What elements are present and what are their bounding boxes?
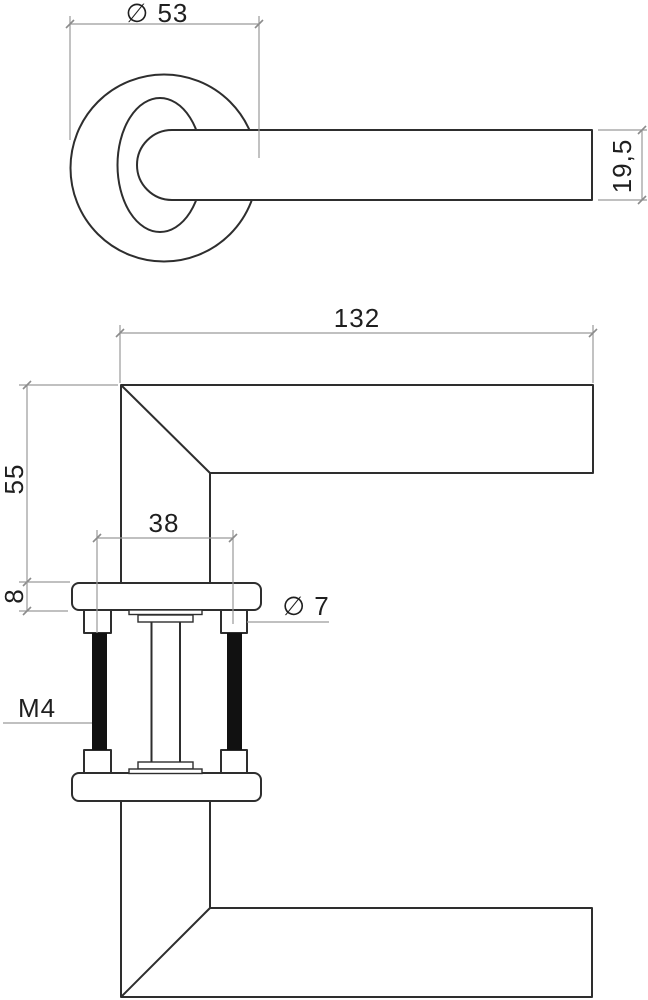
- dim-label-rose-diameter: ∅ 53: [125, 0, 189, 28]
- spindle-washer-bottom: [128, 768, 203, 775]
- front-view: [69, 73, 593, 263]
- spindle-flange-bottom: [137, 761, 194, 770]
- lever-upper-bevel: [120, 384, 211, 474]
- rose-lower-side: [71, 772, 262, 802]
- dim-label-handle-height: 55: [0, 463, 29, 495]
- spindle-flange-top: [137, 614, 194, 623]
- lever-upper-side: [120, 384, 594, 584]
- bolt-bushing-bottom-right: [220, 749, 248, 774]
- threaded-rod-right: [227, 633, 242, 750]
- dim-label-rose-height: 8: [0, 588, 29, 604]
- dim-label-thread-size: M4: [17, 693, 57, 723]
- dimension-lines: [3, 16, 647, 724]
- lever-lower-bevel: [120, 907, 211, 998]
- dim-label-screw-spacing: 38: [148, 508, 180, 538]
- bolt-bushing-bottom-left: [83, 749, 112, 774]
- side-view: [71, 384, 594, 998]
- spindle-washer-top: [128, 609, 203, 616]
- bolt-bushing-top-right: [220, 609, 248, 634]
- lever-lower-side: [120, 801, 593, 998]
- lever-bar-front: [136, 129, 593, 201]
- dim-label-lever-length: 132: [333, 303, 381, 333]
- dim-label-hole-diameter: ∅ 7: [282, 591, 330, 621]
- dim-label-lever-thickness: 19,5: [607, 138, 637, 194]
- threaded-rod-left: [92, 633, 107, 750]
